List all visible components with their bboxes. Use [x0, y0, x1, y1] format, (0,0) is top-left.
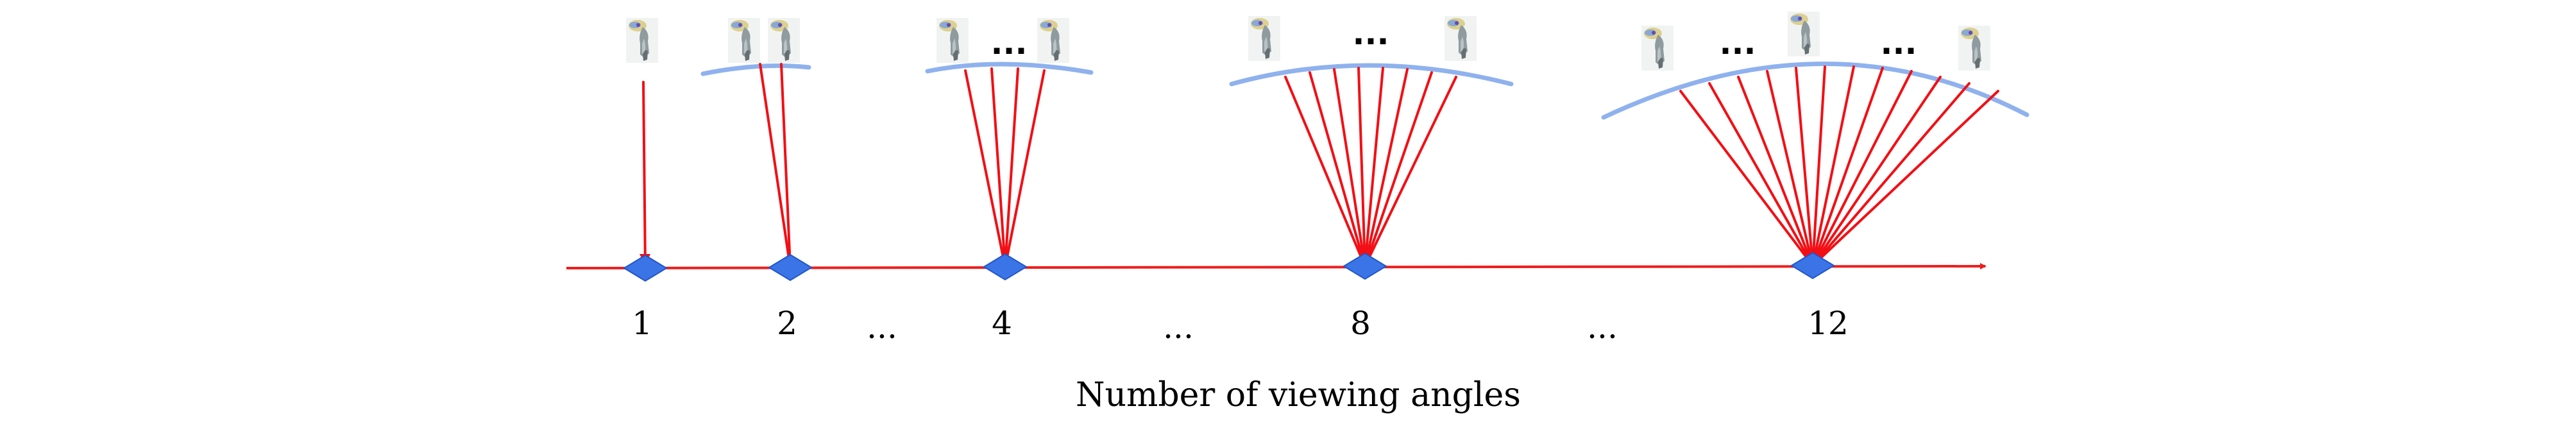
- ray-12-11: [1811, 82, 1970, 267]
- tick-label-ellipsis-2: ...: [1163, 309, 1194, 346]
- ray-12-2: [1708, 82, 1814, 267]
- ray-12-7: [1811, 65, 1855, 267]
- receiver-arcs: [700, 62, 2029, 120]
- ray-12-1: [1679, 90, 1814, 267]
- eye-tracker-camera-icon: [626, 18, 658, 63]
- eye-tracker-camera-icon: [1958, 26, 1990, 71]
- camera-ellipsis-12-right: ...: [1881, 24, 1917, 62]
- ray-2-2: [780, 63, 792, 269]
- ray-8-1: [1284, 76, 1366, 267]
- ray-8-5: [1364, 67, 1384, 267]
- camera-icons: [626, 12, 1990, 71]
- eye-tracker-camera-icon: [1641, 26, 1674, 71]
- ray-4-3: [1004, 67, 1019, 268]
- eye-tracker-camera-icon: [1445, 16, 1477, 61]
- ray-8-7: [1364, 71, 1433, 267]
- ray-12-4: [1766, 70, 1814, 267]
- tick-label-8: 8: [1350, 305, 1371, 342]
- ray-12-5: [1795, 67, 1814, 267]
- camera-ellipsis-4: ...: [991, 24, 1028, 62]
- eye-tracker-camera-icon: [936, 18, 969, 63]
- tick-label-ellipsis-3: ...: [1587, 309, 1618, 346]
- ray-8-8: [1364, 76, 1457, 267]
- ray-12-9: [1811, 70, 1913, 267]
- ray-12-10: [1811, 76, 1942, 267]
- eye-tracker-camera-icon: [728, 18, 760, 63]
- camera-ellipsis-8: ...: [1353, 15, 1389, 52]
- receiver-arc-2: [700, 64, 811, 76]
- ray-8-4: [1357, 67, 1366, 267]
- receiver-arc-4: [925, 62, 1094, 75]
- receiver-arc-8: [1229, 63, 1514, 87]
- ray-8-3: [1333, 68, 1366, 267]
- ray-8-2: [1309, 71, 1366, 267]
- tick-label-1: 1: [632, 305, 652, 342]
- ray-8-6: [1364, 68, 1409, 267]
- eye-tracker-camera-icon: [1788, 12, 1820, 56]
- tick-label-4: 4: [992, 305, 1012, 342]
- ray-4-2: [990, 67, 1006, 268]
- ray-4-1: [964, 69, 1006, 268]
- axis-title: Number of viewing angles: [1076, 376, 1521, 414]
- intersection-marker-8: [1343, 252, 1387, 280]
- intersection-markers: [623, 251, 1835, 282]
- ray-12-12: [1811, 90, 1999, 267]
- camera-ellipsis-12-left: ...: [1720, 24, 1756, 62]
- tick-label-12: 12: [1808, 305, 1849, 342]
- ray-bundles: [640, 63, 1999, 269]
- eye-tracker-camera-icon: [768, 18, 800, 63]
- intersection-marker-1: [623, 254, 668, 282]
- ray-12-6: [1811, 65, 1826, 267]
- intersection-marker-12: [1790, 251, 1835, 280]
- eye-tracker-camera-icon: [1248, 16, 1280, 61]
- tick-label-2: 2: [777, 305, 797, 342]
- ray-12-3: [1737, 76, 1814, 267]
- ray-12-8: [1811, 67, 1884, 267]
- intersection-marker-2: [768, 253, 813, 282]
- ray-1-1: [642, 81, 647, 269]
- intersection-marker-4: [983, 253, 1028, 281]
- receiver-arc-12: [1601, 62, 2029, 120]
- tick-label-ellipsis-1: ...: [867, 309, 897, 346]
- eye-tracker-camera-icon: [1037, 18, 1069, 63]
- ray-4-4: [1004, 69, 1046, 268]
- ray-2-1: [759, 63, 792, 269]
